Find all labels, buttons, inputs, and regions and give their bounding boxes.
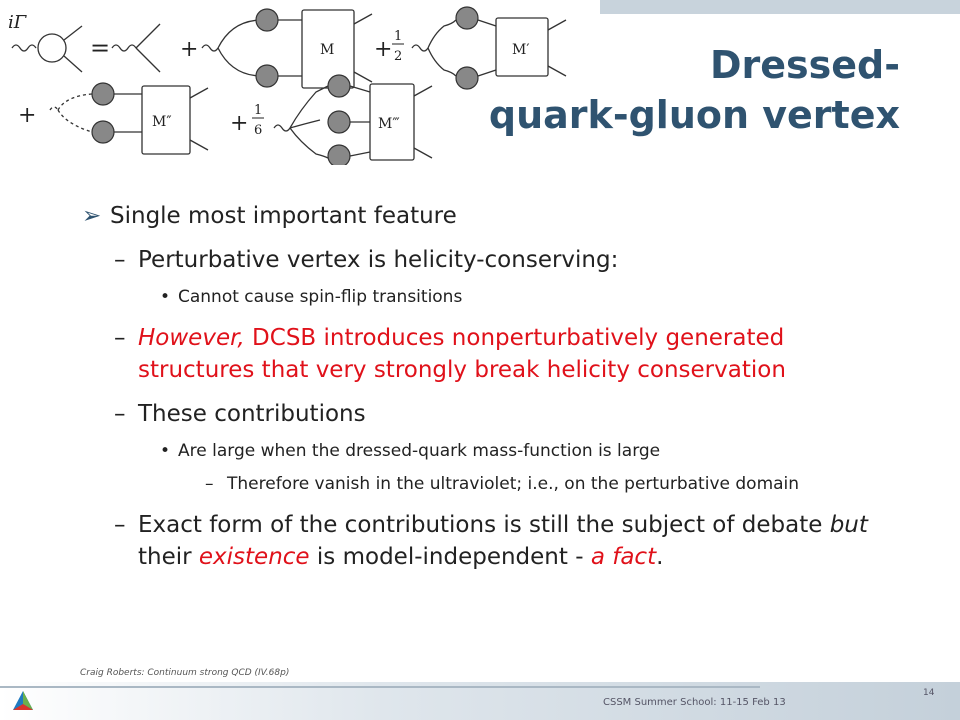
dressed-propagator [455, 66, 479, 90]
fraction-num: 1 [394, 29, 402, 44]
quark-line [135, 47, 161, 73]
lab-logo-icon [13, 691, 33, 710]
title-line-1: Dressed- [709, 43, 900, 87]
gluon-line [289, 119, 321, 129]
bullet-level4: – Therefore vanish in the ultraviolet; i… [82, 472, 902, 497]
bullet-text: Perturbative vertex is helicity-conservi… [138, 247, 619, 273]
quark-line [63, 25, 83, 41]
bullet-text: is model-independent - [309, 544, 591, 570]
event-label: CSSM Summer School: 11-15 Feb 13 [603, 697, 786, 708]
plus-sign: + [374, 37, 392, 62]
dash-bullet-icon: – [114, 512, 126, 538]
page-number: 14 [923, 688, 935, 698]
dash-bullet-icon: – [205, 474, 214, 494]
footer-divider [0, 686, 760, 688]
gluon-line [11, 44, 37, 52]
gluon-line [201, 44, 219, 52]
dressed-propagator [255, 8, 279, 32]
bullet-level3: • Are large when the dressed-quark mass-… [82, 438, 902, 464]
bullet-text: their [138, 544, 199, 570]
plus-sign: + [230, 111, 248, 136]
bullet-text: Therefore vanish in the ultraviolet; i.e… [227, 474, 800, 494]
bullet-level2: – These contributions [82, 398, 902, 430]
gluon-line [411, 44, 429, 52]
dressed-propagator [327, 144, 351, 165]
dot-bullet-icon: • [160, 441, 171, 461]
gluon-line [427, 19, 457, 49]
bullet-level2: – Exact form of the contributions is sti… [82, 509, 902, 573]
dot-bullet-icon: • [160, 287, 171, 307]
gluon-line [289, 85, 329, 129]
bullet-level3: • Cannot cause spin-flip transitions [82, 284, 902, 310]
slide-title: Dressed- quark-gluon vertex [489, 40, 900, 140]
dash-bullet-icon: – [114, 325, 126, 351]
ghost-line [57, 109, 93, 133]
plus-sign: + [180, 37, 198, 62]
gluon-line [111, 44, 137, 52]
bullet-emphasis: existence [198, 544, 310, 570]
bullet-text: . [656, 544, 664, 570]
vertex-diagram: iΓ = + + 1 2 + + 1 6 M M′ M″ M‴ [8, 6, 567, 165]
arrow-bullet-icon: ➢ [82, 203, 102, 229]
fraction-den: 6 [254, 123, 262, 138]
box-label-m-triple-prime: M‴ [378, 116, 400, 132]
ghost-line [49, 106, 59, 111]
kernel-box-m-double-prime [141, 85, 191, 155]
dressed-propagator [455, 6, 479, 30]
bullet-level2: – Perturbative vertex is helicity-conser… [82, 244, 902, 276]
fraction-den: 2 [394, 49, 402, 64]
gluon-line [273, 124, 291, 132]
box-label-m-double-prime: M″ [152, 114, 172, 130]
dash-bullet-icon: – [114, 401, 126, 427]
footer-band [0, 682, 960, 720]
quark-line [217, 47, 263, 77]
quark-line [63, 55, 83, 73]
slide-body: ➢ Single most important feature – Pertur… [82, 200, 902, 573]
dressed-propagator [91, 120, 115, 144]
bullet-text: Are large when the dressed-quark mass-fu… [178, 441, 661, 461]
bullet-text: Single most important feature [110, 203, 457, 229]
bullet-emphasis: However, [138, 325, 245, 351]
bullet-level2: – However, DCSB introduces nonperturbati… [82, 322, 902, 386]
equals-sign: = [90, 34, 110, 62]
lhs-label: iΓ [8, 12, 28, 33]
bullet-emphasis: but [829, 512, 868, 538]
kernel-box-m-prime [495, 17, 549, 77]
plus-sign: + [18, 103, 36, 128]
quark-line [135, 23, 161, 49]
ghost-line [57, 93, 93, 111]
fraction-num: 1 [254, 103, 262, 118]
bullet-emphasis: a fact [590, 544, 657, 570]
top-accent-bar [600, 0, 960, 14]
gluon-line [427, 47, 457, 77]
vertex-blob [37, 33, 67, 63]
box-label-m-prime: M′ [512, 42, 530, 58]
bullet-level1: ➢ Single most important feature [82, 200, 902, 232]
author-credit: Craig Roberts: Continuum strong QCD (IV.… [80, 668, 290, 678]
bullet-text: Cannot cause spin-flip transitions [178, 287, 463, 307]
quark-line [217, 19, 263, 49]
box-label-m: M [320, 42, 334, 58]
bullet-text: DCSB introduces nonperturbatively genera… [138, 325, 786, 383]
dash-bullet-icon: – [114, 247, 126, 273]
gluon-line [289, 127, 329, 159]
dressed-propagator [91, 82, 115, 106]
dressed-propagator [327, 110, 351, 134]
dressed-propagator [327, 74, 351, 98]
bullet-text: Exact form of the contributions is still… [138, 512, 830, 538]
bullet-text: These contributions [138, 401, 366, 427]
dressed-propagator [255, 64, 279, 88]
title-line-2: quark-gluon vertex [488, 93, 900, 137]
